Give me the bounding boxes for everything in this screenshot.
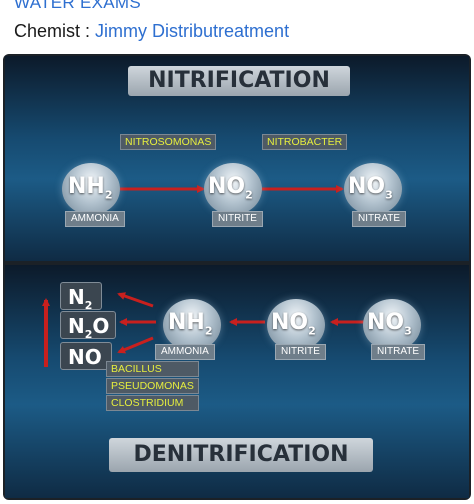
denitr-nitrate-formula: NO3 xyxy=(367,310,412,338)
chemist-name-link[interactable]: Jimmy Distributreatment xyxy=(95,21,290,41)
nitrobacter-label: NITROBACTER xyxy=(262,134,348,150)
denitr-nitrite-formula: NO2 xyxy=(271,310,316,338)
denitrifying-bacteria-list: BACILLUS PSEUDOMONAS CLOSTRIDIUM xyxy=(106,361,199,412)
exam-header: WATER EXAMS xyxy=(14,0,142,12)
nitrification-title: NITRIFICATION xyxy=(128,66,350,96)
denitr-ammonia-formula: NH2 xyxy=(168,310,213,338)
pseudomonas-label: PSEUDOMONAS xyxy=(106,378,199,394)
nitrite-formula: NO2 xyxy=(208,174,253,202)
n2-gas-box: N2 xyxy=(60,282,102,312)
nitrite-molecule xyxy=(204,163,262,215)
chemist-line: Chemist : Jimmy Distributreatment xyxy=(14,21,289,42)
nitrosomonas-label: NITROSOMONAS xyxy=(120,134,217,150)
bacillus-label: BACILLUS xyxy=(106,361,199,377)
clostridium-label: CLOSTRIDIUM xyxy=(106,395,199,411)
denitr-nitrite-molecule xyxy=(267,299,325,351)
arrow-ammonia-to-no xyxy=(117,336,154,354)
ammonia-formula: NH2 xyxy=(68,174,113,202)
denitr-nitrate-molecule xyxy=(363,299,421,351)
denitr-ammonia-molecule xyxy=(163,299,221,351)
nitrate-molecule xyxy=(344,163,402,215)
nitrate-label: NITRATE xyxy=(352,211,407,227)
no-gas-box: NO xyxy=(60,342,112,370)
denitr-nitrite-label: NITRITE xyxy=(275,344,326,360)
n2o-gas-box: N2O xyxy=(60,311,116,341)
nitrite-label: NITRITE xyxy=(212,211,263,227)
ammonia-label: AMMONIA xyxy=(65,211,125,227)
nitrogen-cycle-diagram: NITRIFICATION NITROSOMONAS NITROBACTER N… xyxy=(3,54,471,500)
arrow-ammonia-to-n2 xyxy=(117,292,154,308)
nitrate-formula: NO3 xyxy=(348,174,393,202)
denitr-nitrate-label: NITRATE xyxy=(371,344,426,360)
denitrification-title: DENITRIFICATION xyxy=(109,438,373,472)
denitr-ammonia-label: AMMONIA xyxy=(155,344,215,360)
reaction-arrows xyxy=(42,185,365,367)
chemist-label: Chemist : xyxy=(14,21,96,41)
ammonia-molecule xyxy=(62,163,120,215)
